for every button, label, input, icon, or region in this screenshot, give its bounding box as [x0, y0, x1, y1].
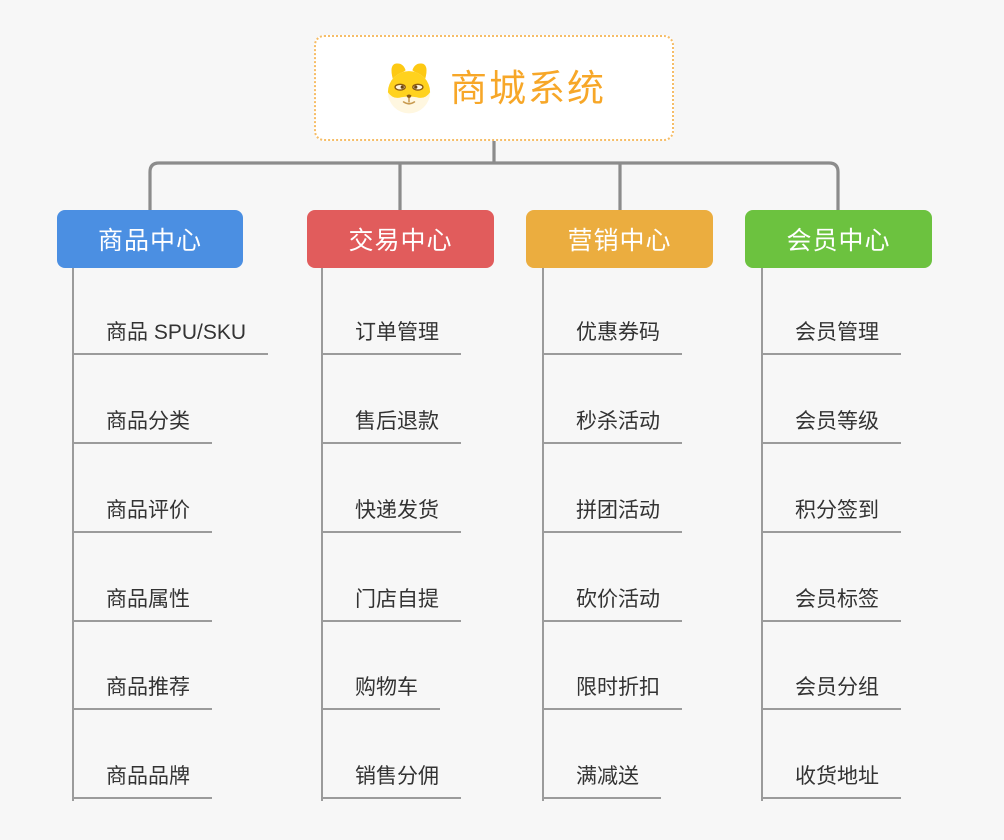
leaf-node[interactable]: 会员标签	[763, 586, 901, 622]
bus-line	[148, 161, 840, 210]
root-node[interactable]: 商城系统	[314, 35, 674, 141]
leaf-node[interactable]: 收货地址	[763, 763, 901, 799]
leaf-node[interactable]: 商品分类	[74, 408, 212, 444]
root-label: 商城系统	[450, 67, 606, 109]
leaf-node[interactable]: 秒杀活动	[544, 408, 682, 444]
branch-column-trade: 订单管理 售后退款 快递发货 门店自提 购物车 销售分佣	[321, 268, 461, 801]
branch-column-product: 商品 SPU/SKU 商品分类 商品评价 商品属性 商品推荐 商品品牌	[72, 268, 269, 801]
leaf-node[interactable]: 快递发货	[323, 497, 461, 533]
leaf-node[interactable]: 限时折扣	[544, 674, 682, 710]
leaf-node[interactable]: 销售分佣	[323, 763, 461, 799]
leaf-node[interactable]: 满减送	[544, 763, 661, 799]
branch-node-member-center[interactable]: 会员中心	[745, 210, 932, 268]
leaf-node[interactable]: 积分签到	[763, 497, 901, 533]
leaf-node[interactable]: 会员等级	[763, 408, 901, 444]
leaf-node[interactable]: 购物车	[323, 674, 440, 710]
leaf-node[interactable]: 拼团活动	[544, 497, 682, 533]
leaf-node[interactable]: 售后退款	[323, 408, 461, 444]
leaf-node[interactable]: 商品品牌	[74, 763, 212, 799]
branch-column-member: 会员管理 会员等级 积分签到 会员标签 会员分组 收货地址	[761, 268, 901, 801]
leaf-node[interactable]: 订单管理	[323, 319, 461, 355]
doge-dog-face-icon	[387, 63, 431, 114]
branch-node-product-center[interactable]: 商品中心	[57, 210, 243, 268]
leaf-node[interactable]: 商品 SPU/SKU	[74, 319, 269, 355]
leaf-node[interactable]: 商品属性	[74, 586, 212, 622]
leaf-node[interactable]: 优惠券码	[544, 319, 682, 355]
leaf-node[interactable]: 门店自提	[323, 586, 461, 622]
leaf-node[interactable]: 会员管理	[763, 319, 901, 355]
branch-column-marketing: 优惠券码 秒杀活动 拼团活动 砍价活动 限时折扣 满减送	[542, 268, 682, 801]
leaf-node[interactable]: 会员分组	[763, 674, 901, 710]
branch-node-trade-center[interactable]: 交易中心	[307, 210, 494, 268]
branch-node-marketing-center[interactable]: 营销中心	[526, 210, 713, 268]
leaf-node[interactable]: 商品推荐	[74, 674, 212, 710]
leaf-node[interactable]: 商品评价	[74, 497, 212, 533]
leaf-node[interactable]: 砍价活动	[544, 586, 682, 622]
